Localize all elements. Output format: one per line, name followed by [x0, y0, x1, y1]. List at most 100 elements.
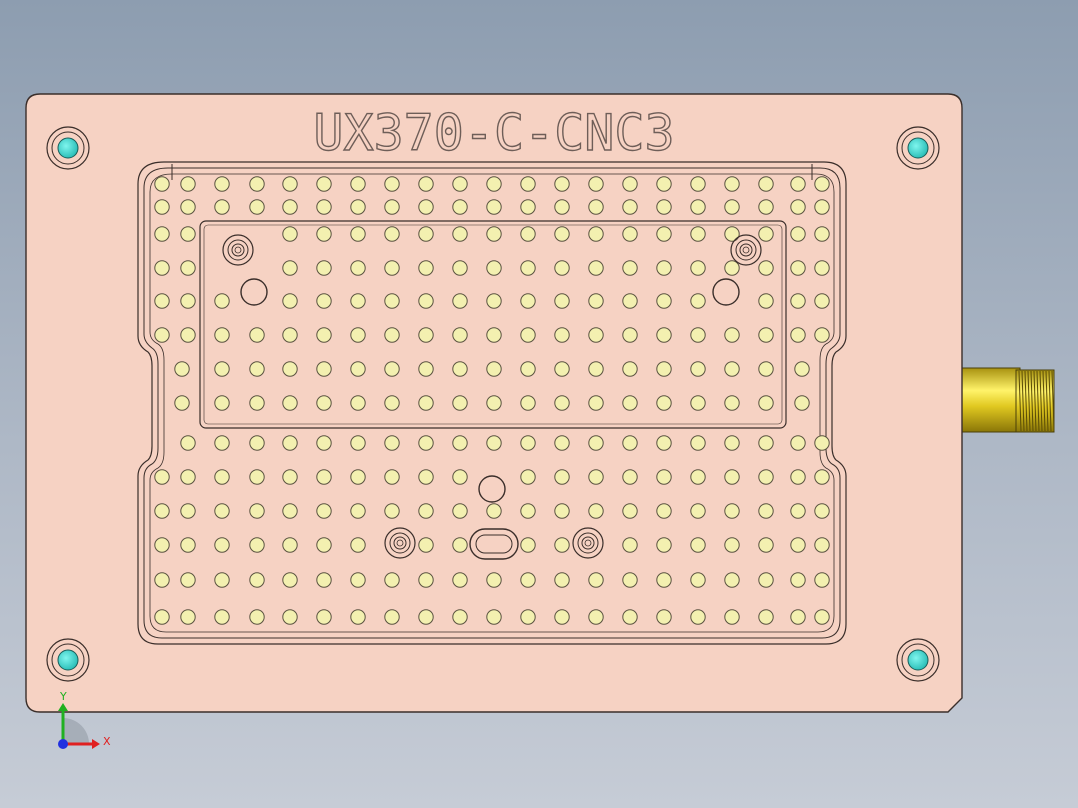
vacuum-hole	[316, 469, 332, 485]
vacuum-hole	[282, 226, 298, 242]
vacuum-hole	[724, 469, 740, 485]
corner-mounting-hole-icon[interactable]	[46, 126, 90, 170]
vacuum-hole	[180, 537, 196, 553]
vacuum-hole	[790, 293, 806, 309]
vacuum-hole	[316, 199, 332, 215]
threaded-fitting-icon[interactable]	[959, 367, 1055, 433]
vacuum-hole	[154, 176, 170, 192]
vacuum-hole	[180, 293, 196, 309]
pocket-outline-floor	[149, 173, 835, 633]
vacuum-hole	[520, 503, 536, 519]
vacuum-hole	[724, 435, 740, 451]
vacuum-hole-grid	[154, 176, 830, 625]
vacuum-hole	[282, 572, 298, 588]
vacuum-hole	[214, 327, 230, 343]
vacuum-hole	[520, 469, 536, 485]
vacuum-hole	[418, 537, 434, 553]
vacuum-hole	[214, 199, 230, 215]
vacuum-hole	[249, 572, 265, 588]
corner-mounting-hole-icon[interactable]	[896, 638, 940, 682]
vacuum-hole	[790, 503, 806, 519]
vacuum-hole	[724, 260, 740, 276]
vacuum-hole	[214, 609, 230, 625]
vacuum-hole	[656, 469, 672, 485]
vacuum-hole	[316, 609, 332, 625]
vacuum-hole	[384, 503, 400, 519]
vacuum-hole	[520, 609, 536, 625]
vacuum-hole	[690, 176, 706, 192]
vacuum-hole	[656, 293, 672, 309]
vacuum-hole	[154, 226, 170, 242]
vacuum-hole	[790, 609, 806, 625]
vacuum-hole	[790, 260, 806, 276]
vacuum-hole	[418, 199, 434, 215]
vacuum-hole	[180, 176, 196, 192]
vacuum-hole	[350, 176, 366, 192]
vacuum-hole	[174, 395, 190, 411]
vacuum-hole	[249, 395, 265, 411]
vacuum-hole	[690, 327, 706, 343]
vacuum-hole	[282, 293, 298, 309]
vacuum-hole	[554, 395, 570, 411]
corner-mounting-hole-icon[interactable]	[896, 126, 940, 170]
vacuum-hole	[486, 395, 502, 411]
vacuum-hole	[588, 572, 604, 588]
vacuum-hole	[384, 361, 400, 377]
vacuum-hole	[180, 469, 196, 485]
vacuum-hole	[214, 469, 230, 485]
vacuum-hole	[180, 503, 196, 519]
vacuum-hole	[588, 361, 604, 377]
vacuum-hole	[452, 572, 468, 588]
vacuum-hole	[790, 435, 806, 451]
vacuum-hole	[554, 226, 570, 242]
vacuum-hole	[794, 361, 810, 377]
vacuum-hole	[656, 435, 672, 451]
vacuum-hole	[249, 469, 265, 485]
vacuum-hole	[622, 537, 638, 553]
vacuum-hole	[214, 537, 230, 553]
vacuum-hole	[154, 537, 170, 553]
inner-raised-pad	[199, 220, 787, 429]
vacuum-hole	[418, 395, 434, 411]
vacuum-hole	[758, 199, 774, 215]
vacuum-hole	[249, 537, 265, 553]
x-axis-label: X	[103, 735, 111, 748]
vacuum-hole	[316, 361, 332, 377]
vacuum-hole	[588, 199, 604, 215]
vacuum-hole	[214, 395, 230, 411]
vacuum-hole	[724, 395, 740, 411]
vacuum-hole	[384, 395, 400, 411]
vacuum-hole	[656, 226, 672, 242]
vacuum-hole	[154, 260, 170, 276]
vacuum-hole	[282, 537, 298, 553]
axis-triad-icon[interactable]: X Y	[58, 690, 111, 749]
vacuum-hole	[622, 503, 638, 519]
vacuum-hole	[249, 435, 265, 451]
vacuum-hole	[350, 226, 366, 242]
vacuum-hole	[758, 395, 774, 411]
vacuum-hole	[452, 503, 468, 519]
vacuum-hole	[554, 609, 570, 625]
vacuum-hole	[656, 260, 672, 276]
vacuum-hole	[622, 609, 638, 625]
vacuum-hole	[814, 226, 830, 242]
vacuum-hole	[554, 435, 570, 451]
vacuum-hole	[520, 199, 536, 215]
vacuum-hole	[724, 199, 740, 215]
corner-mounting-hole-icon[interactable]	[46, 638, 90, 682]
vacuum-hole	[486, 226, 502, 242]
vacuum-hole	[350, 199, 366, 215]
vacuum-hole	[418, 361, 434, 377]
vacuum-hole	[814, 572, 830, 588]
vacuum-hole	[588, 176, 604, 192]
vacuum-hole	[690, 395, 706, 411]
vacuum-hole	[350, 260, 366, 276]
vacuum-hole	[350, 503, 366, 519]
vacuum-hole	[282, 609, 298, 625]
vacuum-hole	[282, 260, 298, 276]
vacuum-hole	[486, 176, 502, 192]
vacuum-hole	[154, 327, 170, 343]
vacuum-hole	[758, 327, 774, 343]
